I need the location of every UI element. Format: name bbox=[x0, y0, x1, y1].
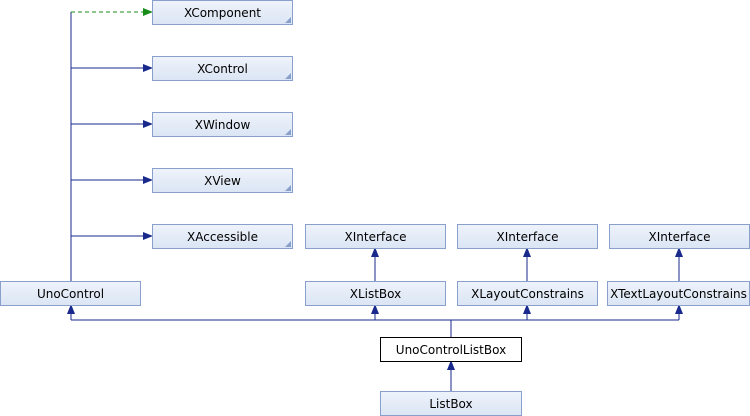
node-xcontrol-label: XControl bbox=[197, 61, 248, 76]
node-xlistbox[interactable]: XListBox bbox=[305, 281, 446, 306]
node-xview[interactable]: XView bbox=[152, 168, 293, 193]
node-xcomponent[interactable]: XComponent bbox=[152, 0, 293, 25]
node-unocontrol[interactable]: UnoControl bbox=[0, 281, 141, 306]
node-xcontrol[interactable]: XControl bbox=[152, 56, 293, 81]
node-xinterface-label: XInterface bbox=[496, 229, 559, 244]
collapsed-corner-icon bbox=[285, 17, 291, 23]
node-listbox[interactable]: ListBox bbox=[380, 391, 522, 416]
node-xinterface-3[interactable]: XInterface bbox=[609, 224, 750, 249]
node-unocontrol-label: UnoControl bbox=[36, 286, 105, 301]
node-listbox-label: ListBox bbox=[429, 396, 473, 411]
node-xwindow[interactable]: XWindow bbox=[152, 112, 293, 137]
node-unocontrollistbox-label: UnoControlListBox bbox=[395, 342, 507, 357]
collapsed-corner-icon bbox=[285, 185, 291, 191]
node-xcomponent-label: XComponent bbox=[183, 5, 261, 20]
node-xinterface-2[interactable]: XInterface bbox=[457, 224, 598, 249]
node-xlayoutconstrains[interactable]: XLayoutConstrains bbox=[457, 281, 598, 306]
node-xaccessible-label: XAccessible bbox=[187, 229, 258, 244]
node-xview-label: XView bbox=[204, 173, 241, 188]
collapsed-corner-icon bbox=[285, 129, 291, 135]
node-xlayoutconstrains-label: XLayoutConstrains bbox=[471, 286, 584, 301]
node-xwindow-label: XWindow bbox=[194, 117, 251, 132]
node-xinterface-1[interactable]: XInterface bbox=[305, 224, 446, 249]
node-unocontrollistbox: UnoControlListBox bbox=[380, 337, 522, 362]
node-xtextlayoutconstrains-label: XTextLayoutConstrains bbox=[610, 286, 747, 301]
node-xlistbox-label: XListBox bbox=[349, 286, 402, 301]
node-xtextlayoutconstrains[interactable]: XTextLayoutConstrains bbox=[607, 281, 750, 306]
collapsed-corner-icon bbox=[285, 73, 291, 79]
node-xaccessible[interactable]: XAccessible bbox=[152, 224, 293, 249]
node-xinterface-label: XInterface bbox=[648, 229, 711, 244]
node-xinterface-label: XInterface bbox=[344, 229, 407, 244]
collapsed-corner-icon bbox=[285, 241, 291, 247]
